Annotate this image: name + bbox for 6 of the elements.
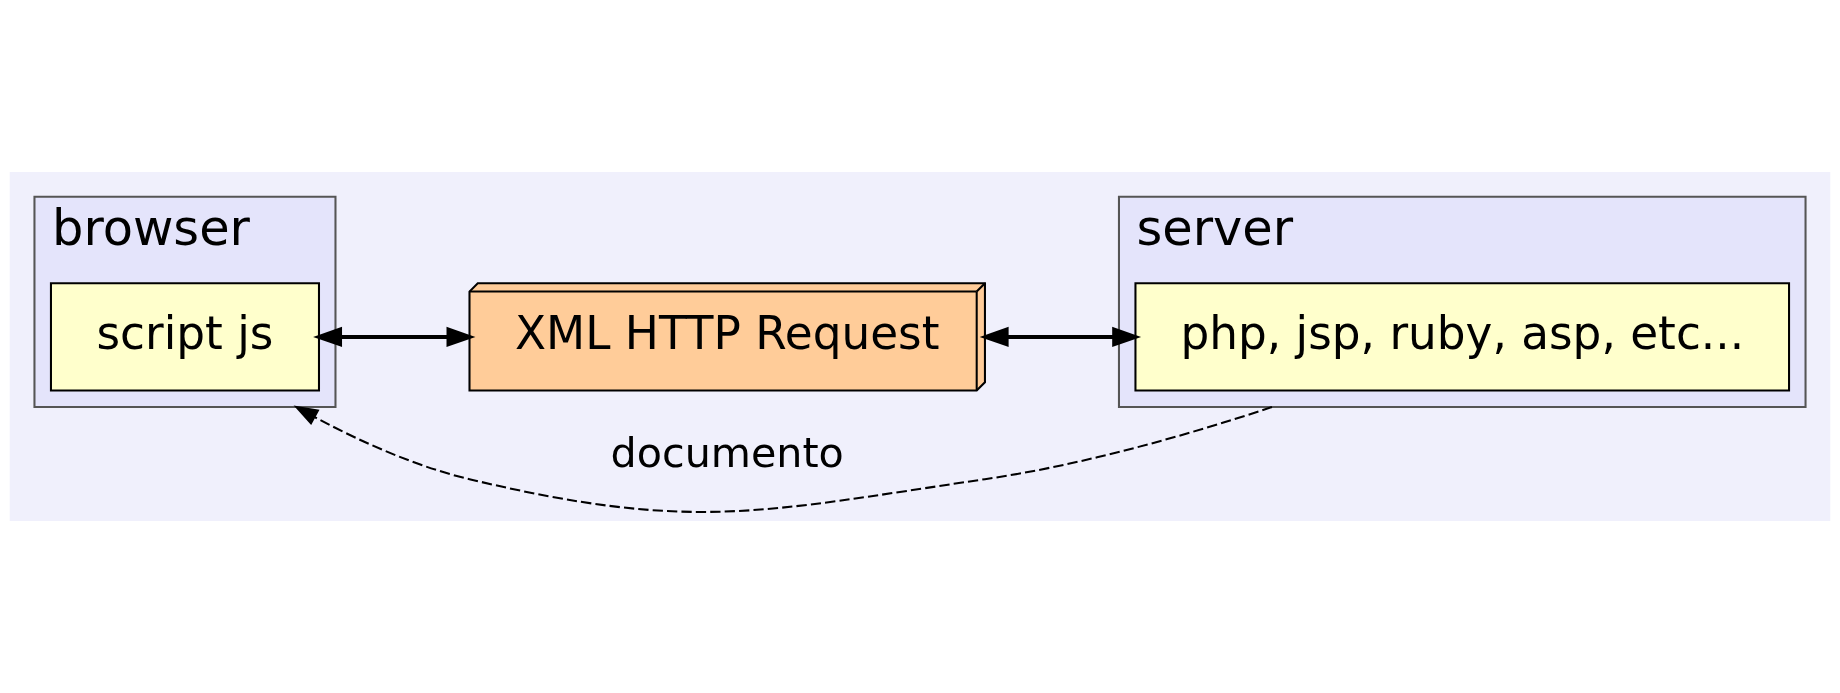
edge-label: documento xyxy=(610,428,844,477)
node-box: script js xyxy=(49,282,320,392)
arrow xyxy=(293,405,1273,513)
arrow xyxy=(313,326,476,348)
arrow xyxy=(979,326,1142,348)
node-box: php, jsp, ruby, asp, etc... xyxy=(1134,282,1791,392)
